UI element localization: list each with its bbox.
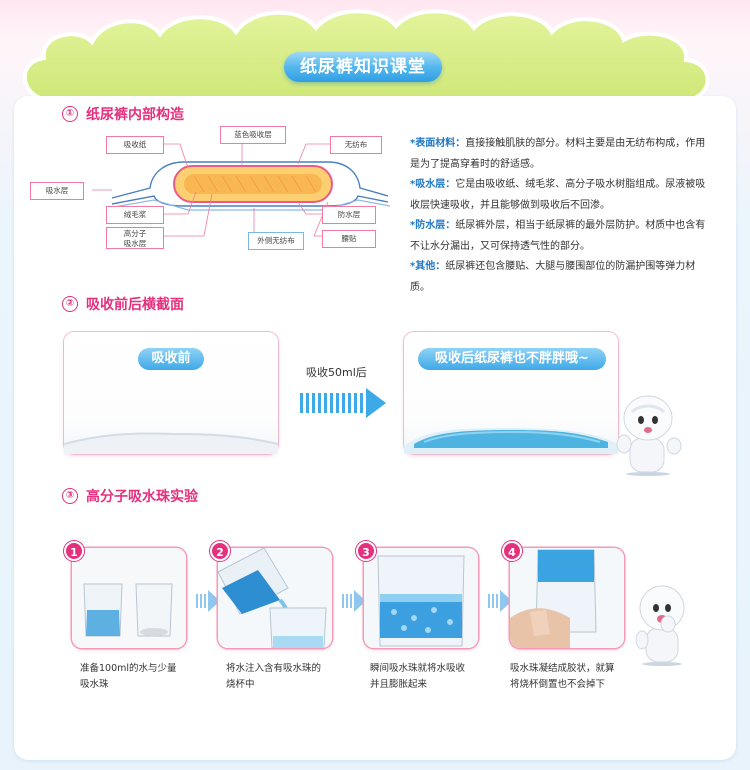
wet-diaper-cross-section — [404, 428, 618, 454]
label-sap-line2: 吸水层 — [123, 239, 147, 248]
inverted-beaker-illustration — [510, 548, 624, 648]
label-sap-line1: 高分子 — [123, 229, 147, 238]
step-arrow-icon — [196, 590, 220, 612]
label-absorb-paper: 吸收纸 — [106, 136, 164, 154]
section1-title: 纸尿裤内部构造 — [86, 107, 184, 123]
step-3-caption: 瞬间吸水珠就将水吸收 并且膨胀起来 — [370, 663, 466, 690]
step-arrow-icon — [488, 590, 512, 612]
section1-heading: ① 纸尿裤内部构造 — [62, 104, 184, 124]
label-fluff-pulp: 绒毛浆 — [106, 206, 164, 224]
step-4-caption: 吸水珠凝结成胶状，就算 将烧杯倒置也不会掉下 — [510, 663, 615, 690]
mascot-icon — [635, 585, 685, 666]
mascot-icon — [616, 395, 682, 476]
section2-number: ② — [62, 296, 78, 312]
beakers-illustration — [72, 548, 186, 648]
desc-surface: *表面材料：直接接触肌肤的部分。材料主要是由无纺布构成，作用是为了提高穿着时的舒… — [410, 138, 706, 170]
label-outer-nonwoven: 外侧无纺布 — [248, 232, 304, 250]
section1-number: ① — [62, 106, 78, 122]
label-blue-layer: 蓝色吸收层 — [220, 126, 286, 144]
before-absorb-card: 吸收前 — [64, 332, 278, 454]
desc-other: *其他：纸尿裤还包含腰贴、大腿与腰围部位的防漏护围等弹力材质。 — [410, 261, 696, 293]
label-waist-tape: 腰贴 — [322, 230, 376, 248]
after-absorb-card: 吸收后纸尿裤也不胖胖哦~ — [404, 332, 618, 454]
structure-description: *表面材料：直接接触肌肤的部分。材料主要是由无纺布构成，作用是为了提高穿着时的舒… — [410, 134, 710, 298]
step-2-badge: 2 — [210, 541, 230, 561]
label-absorb-layer: 吸水层 — [30, 182, 84, 200]
step-arrow-icon — [342, 590, 366, 612]
experiment-step-4 — [510, 548, 624, 648]
label-nonwoven: 无纺布 — [330, 136, 382, 154]
experiment-step-3 — [364, 548, 478, 648]
step-2-caption: 将水注入含有吸水珠的 烧杯中 — [226, 663, 322, 690]
absorb-amount-text: 吸收50ml后 — [306, 366, 367, 379]
desc-absorb: *吸水层：它是由吸收纸、绒毛浆、高分子吸水树脂组成。尿液被吸收层快速吸收，并且能… — [410, 179, 706, 211]
diaper-structure-diagram — [92, 142, 391, 237]
page-title: 纸尿裤知识课堂 — [284, 52, 442, 82]
experiment-step-2 — [218, 548, 332, 648]
section3-title: 高分子吸水珠实验 — [86, 489, 198, 505]
right-arrow-icon — [300, 388, 386, 418]
step-1-badge: 1 — [64, 541, 84, 561]
pouring-illustration — [218, 548, 332, 648]
section3-number: ③ — [62, 488, 78, 504]
step-3-badge: 3 — [356, 541, 376, 561]
desc-waterproof: *防水层：纸尿裤外层，相当于纸尿裤的最外层防护。材质中也含有不让水分漏出，又可保… — [410, 220, 706, 252]
experiment-step-1 — [72, 548, 186, 648]
before-absorb-label: 吸收前 — [138, 348, 204, 370]
section2-title: 吸收前后横截面 — [86, 297, 184, 313]
swelling-illustration — [364, 548, 478, 648]
step-1-caption: 准备100ml的水与少量 吸水珠 — [80, 663, 177, 690]
label-leak-barrier: 防水层 — [322, 206, 376, 224]
step-4-badge: 4 — [502, 541, 522, 561]
after-absorb-label: 吸收后纸尿裤也不胖胖哦~ — [418, 348, 606, 370]
dry-diaper-cross-section — [64, 432, 278, 454]
label-sap-layer: 高分子 吸水层 — [106, 227, 164, 249]
section2-heading: ② 吸收前后横截面 — [62, 294, 184, 314]
section3-heading: ③ 高分子吸水珠实验 — [62, 486, 198, 506]
